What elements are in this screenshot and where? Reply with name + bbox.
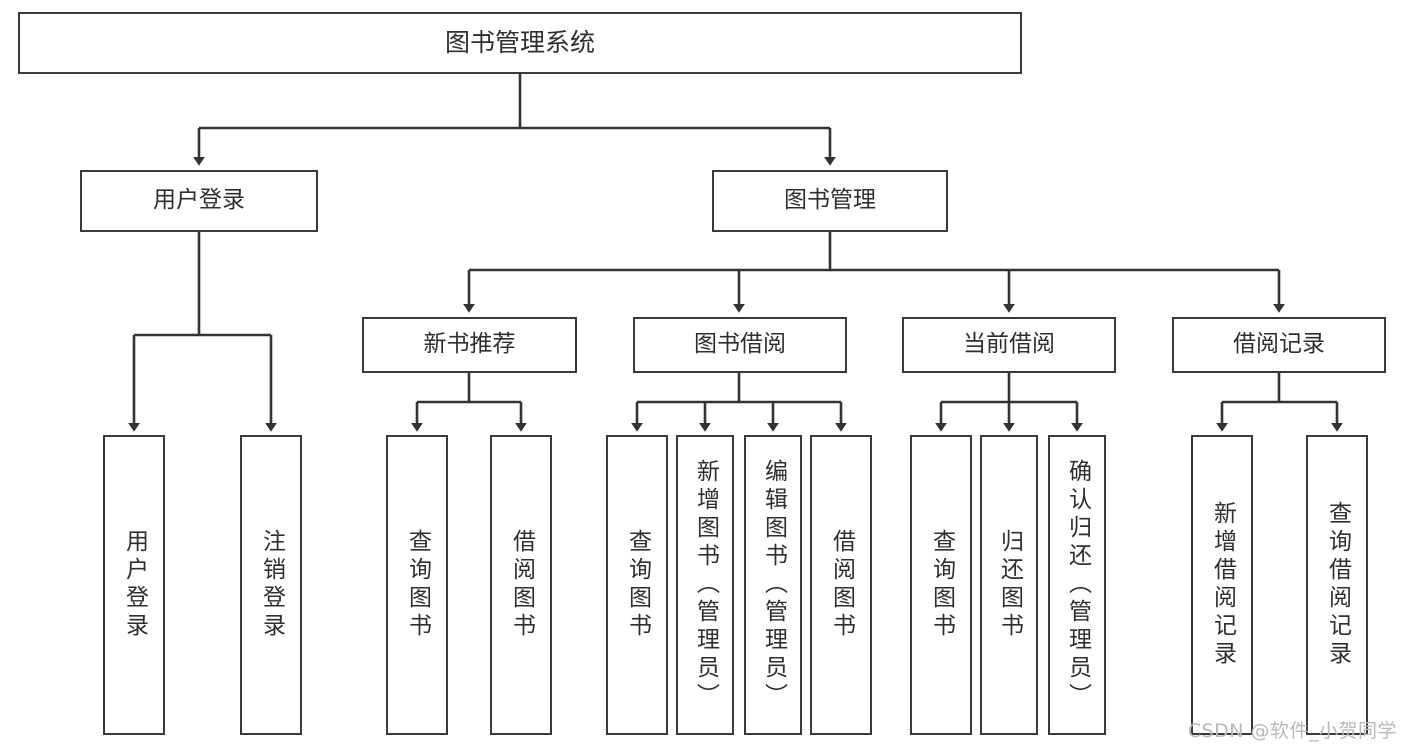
node-label: 用户登录 [121,529,148,641]
node-label: 查询图书 [624,529,651,641]
node-label: 新书推荐 [423,331,516,358]
node-new-book-recommend[interactable]: 新书推荐 [362,317,577,373]
node-label: 借阅图书 [508,529,535,641]
node-label: 图书管理 [784,187,876,214]
node-book-borrow[interactable]: 图书借阅 [633,317,847,373]
leaf-add-book-admin[interactable]: 新增图书（管理员） [676,435,734,735]
watermark-text: CSDN @软件_小贺同学 [1187,720,1397,742]
node-label: 借阅图书 [828,529,855,641]
node-label: 归还图书 [996,529,1023,641]
node-label: 确认归还（管理员） [1064,459,1091,711]
node-label: 注销登录 [258,529,285,641]
leaf-query-book-current[interactable]: 查询图书 [910,435,972,735]
leaf-borrow-book-recommend[interactable]: 借阅图书 [490,435,552,735]
node-label: 查询借阅记录 [1324,501,1351,669]
node-label: 用户登录 [153,187,245,214]
node-label: 新增图书（管理员） [692,459,719,711]
leaf-borrow-book[interactable]: 借阅图书 [810,435,872,735]
leaf-user-login[interactable]: 用户登录 [103,435,165,735]
leaf-user-logout[interactable]: 注销登录 [240,435,302,735]
node-label: 新增借阅记录 [1209,501,1236,669]
leaf-query-book-borrow[interactable]: 查询图书 [606,435,668,735]
node-borrow-record[interactable]: 借阅记录 [1172,317,1386,373]
leaf-query-book-recommend[interactable]: 查询图书 [386,435,448,735]
node-label: 查询图书 [928,529,955,641]
node-book-management[interactable]: 图书管理 [712,170,948,232]
node-label: 图书管理系统 [444,28,595,58]
leaf-edit-book-admin[interactable]: 编辑图书（管理员） [744,435,802,735]
leaf-return-book[interactable]: 归还图书 [980,435,1038,735]
node-user-login[interactable]: 用户登录 [80,170,318,232]
leaf-add-borrow-record[interactable]: 新增借阅记录 [1191,435,1253,735]
node-current-borrow[interactable]: 当前借阅 [902,317,1116,373]
node-label: 编辑图书（管理员） [760,459,787,711]
leaf-confirm-return-admin[interactable]: 确认归还（管理员） [1048,435,1106,735]
node-label: 当前借阅 [963,331,1055,358]
node-label: 查询图书 [404,529,431,641]
node-label: 图书借阅 [694,331,786,358]
leaf-query-borrow-record[interactable]: 查询借阅记录 [1306,435,1368,735]
node-label: 借阅记录 [1233,331,1325,358]
node-root-book-management-system[interactable]: 图书管理系统 [18,12,1022,74]
